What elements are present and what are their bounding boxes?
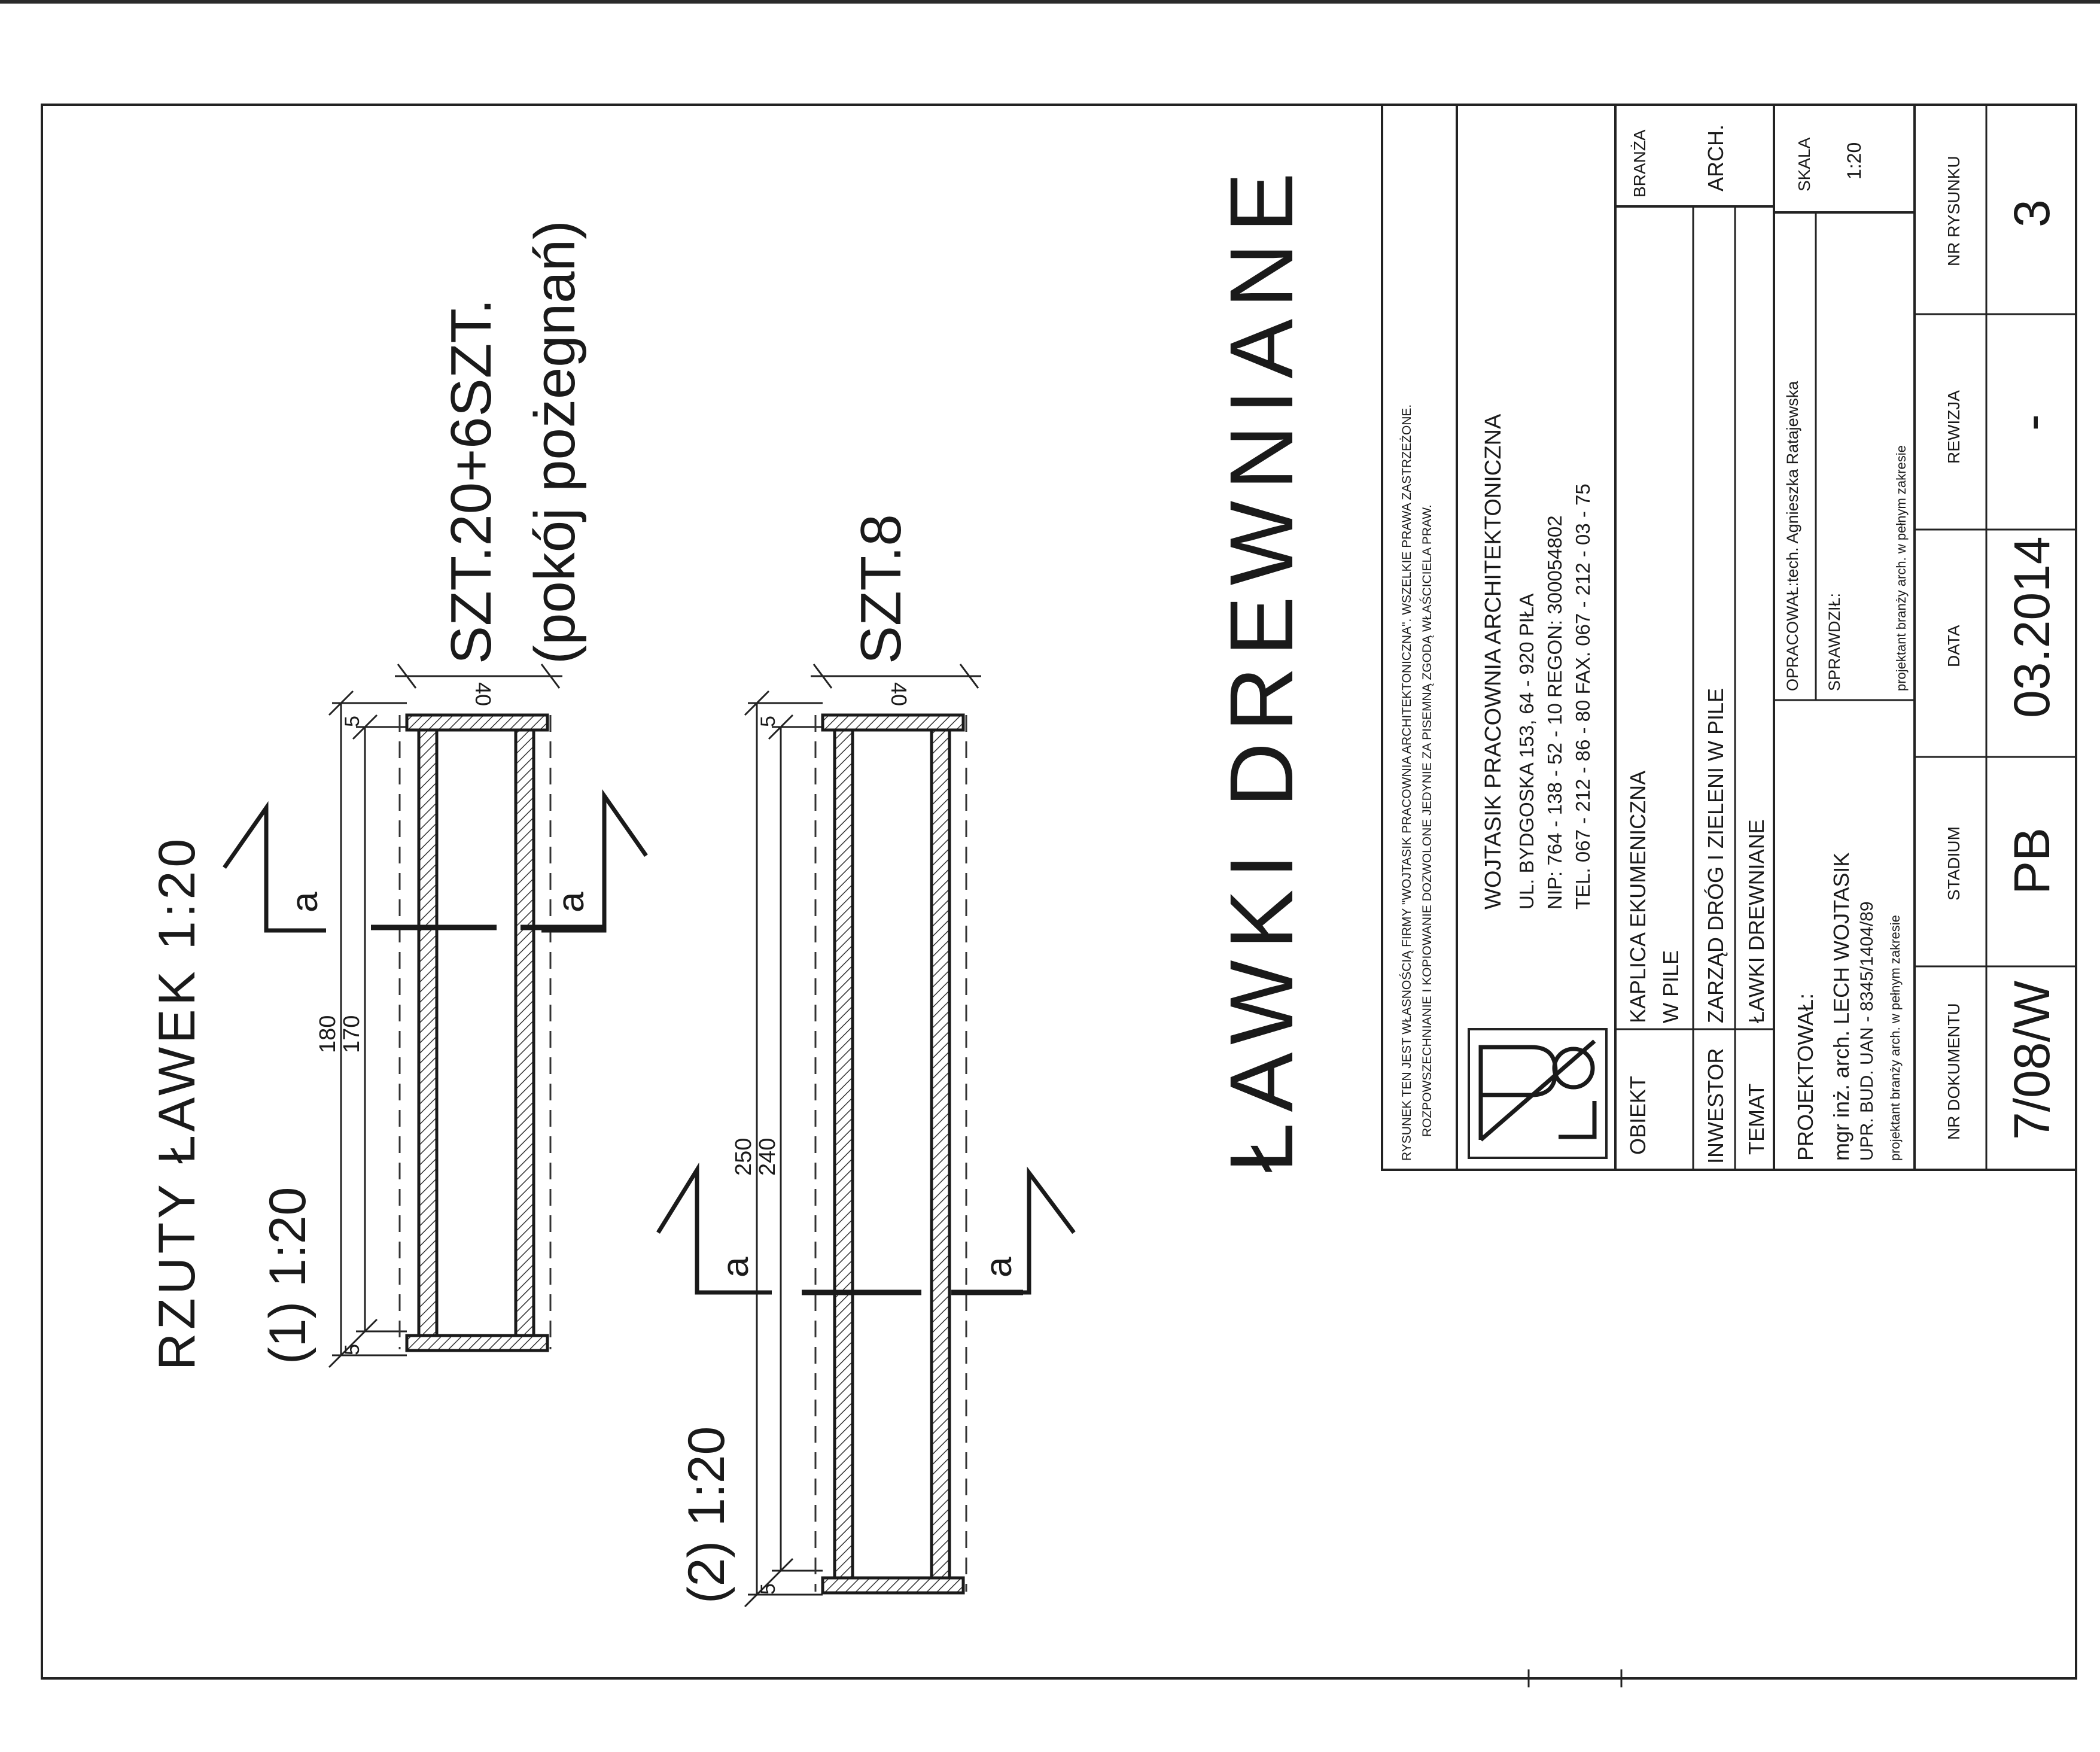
projektowal-name: mgr inż. arch. LECH WOJTASIK (1829, 853, 1854, 1161)
inwestor-value: ZARZĄD DRÓG I ZIELENI W PILE (1703, 688, 1728, 1023)
skala-value: 1:20 (1843, 142, 1865, 180)
title-block-border (1381, 104, 2077, 1171)
bench-1-dim-total: 180 (315, 1015, 340, 1053)
stadium-value: PB (2004, 828, 2060, 895)
bench-2-quantity: SZT.8 (849, 514, 913, 664)
bench-1-section-mark-right: a (550, 892, 592, 912)
firm-logo (1468, 1028, 1608, 1159)
bench-1-end-board-bottom (405, 1334, 549, 1352)
projektowal-upr: UPR. BUD. UAN - 8345/1404/89 (1857, 901, 1877, 1161)
bench-1-quantity-note: (pokój pożegnań) (523, 220, 587, 664)
obiekt-label: OBIEKT (1626, 1076, 1650, 1155)
nr-dokumentu-label: NR DOKUMENTU (1944, 1003, 1963, 1140)
bench-2-section-mark-right: a (978, 1257, 1019, 1278)
temat-label: TEMAT (1744, 1084, 1769, 1155)
nr-dokumentu-value: 7/08/W (2004, 981, 2060, 1140)
bench-1-section-mark-left: a (284, 892, 325, 912)
bench-2-dim-end-bottom: 5 (757, 1583, 780, 1595)
rewizja-value: - (2004, 414, 2060, 431)
obiekt-value-line-2: W PILE (1658, 950, 1683, 1023)
bench-1-section-arrow-right (541, 789, 648, 933)
branza-label: BRANŻA (1630, 129, 1649, 197)
bench-2-section-arrow-left (656, 1162, 772, 1295)
plans-title: RZUTY ŁAWEK 1:20 (148, 835, 206, 1370)
rewizja-label: REWIZJA (1944, 390, 1963, 464)
sheet-frame (41, 104, 2077, 1680)
bench-2-end-board-top (821, 713, 965, 732)
nr-rysunku-label: NR RYSUNKU (1944, 156, 1963, 266)
data-value: 03.2014 (2004, 536, 2060, 718)
tick (812, 664, 833, 689)
sprawdzil-label: SPRAWDZIŁ: (1825, 593, 1843, 691)
bench-2-dim-end-top: 5 (757, 716, 780, 727)
data-label: DATA (1944, 625, 1963, 667)
firm-tel-fax: TEL. 067 - 212 - 86 - 80 FAX. 067 - 212 … (1572, 483, 1594, 910)
projektowal-note: projektant branży arch. w pełnym zakresi… (1888, 915, 1903, 1161)
scan-top-edge (0, 0, 2100, 4)
tick (959, 664, 979, 689)
bench-1-quantity: SZT.20+6SZT. (439, 299, 503, 664)
opracowal: OPRACOWAŁ:tech. Agnieszka Ratajewska (1784, 381, 1801, 691)
sheet-title: ŁAWKI DREWNIANE (1211, 162, 1311, 1173)
bench-1-rail-right (514, 728, 535, 1337)
firm-name: WOJTASIK PRACOWNIA ARCHITEKTONICZNA (1481, 413, 1506, 910)
skala-label: SKALA (1795, 137, 1813, 191)
temat-value: ŁAWKI DREWNIANE (1744, 819, 1769, 1023)
bench-1-end-board-top (405, 713, 549, 732)
bench-2-dim-width: 40 (887, 682, 911, 706)
nr-rysunku-value: 3 (2004, 199, 2060, 227)
sprawdzil-note: projektant branży arch. w pełnym zakresi… (1894, 445, 1909, 691)
bench-1-dim-inner: 170 (339, 1015, 364, 1053)
branza-value: ARCH. (1703, 124, 1728, 191)
tick (397, 664, 417, 689)
bench-2-section-arrow-right (960, 1166, 1076, 1295)
bench-1-dim-end-top: 5 (341, 716, 364, 727)
firm-nip-regon: NIP: 764 - 138 - 52 - 10 REGON: 30005480… (1544, 515, 1566, 910)
bench-2-section-mark-left: a (715, 1257, 756, 1278)
title-block: RYSUNEK TEN JEST WŁASNOŚCIĄ FIRMY "WOJTA… (1381, 104, 2077, 1171)
copyright-line-2: ROZPOWSZECHNIANIE I KOPIOWANIE DOZWOLONE… (1420, 504, 1434, 1137)
bench-2-rail-left (833, 728, 854, 1580)
obiekt-value-line-1: KAPLICA EKUMENICZNA (1626, 771, 1650, 1023)
projektowal-label: PROJEKTOWAŁ: (1793, 993, 1818, 1161)
bench-1-dim-end-bottom: 5 (341, 1344, 364, 1355)
bench-1-dim-width: 40 (471, 682, 495, 706)
bench-2-label: (2) 1:20 (678, 1426, 735, 1604)
bench-2-rail-right (930, 728, 951, 1580)
bench-2-dim-inner: 240 (755, 1138, 780, 1176)
bench-1-rail-left (417, 728, 439, 1337)
tick (540, 664, 561, 689)
bench-2-plan: (2) 1:20 SZT.8 250 240 5 5 40 (656, 514, 1076, 1608)
bench-1-label: (1) 1:20 (259, 1187, 316, 1364)
firm-address: UL. BYDGOSKA 153, 64 - 920 PIŁA (1515, 594, 1538, 910)
bench-1-section-arrow-left (223, 801, 326, 933)
bench-2-end-board-bottom (821, 1576, 965, 1595)
copyright-line-1: RYSUNEK TEN JEST WŁASNOŚCIĄ FIRMY "WOJTA… (1399, 404, 1414, 1161)
bench-2-dim-total: 250 (731, 1138, 756, 1176)
inwestor-label: INWESTOR (1703, 1048, 1728, 1164)
bench-1-plan: (1) 1:20 SZT.20+6SZT. (pokój pożegnań) 1… (223, 220, 648, 1368)
stadium-label: STADIUM (1944, 826, 1963, 901)
